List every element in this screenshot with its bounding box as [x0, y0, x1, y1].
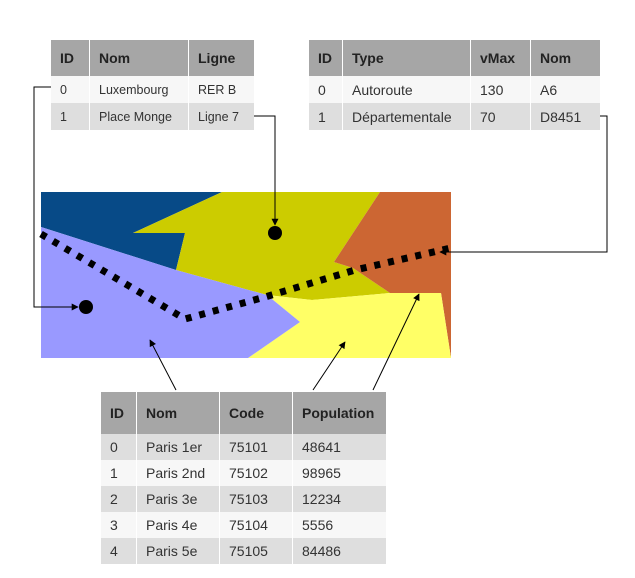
- table-cell: 5556: [292, 512, 386, 538]
- table-cell: 98965: [292, 460, 386, 486]
- table-cell: 75101: [219, 434, 293, 460]
- table-cell: 1: [101, 460, 137, 486]
- table-cell: 75103: [219, 486, 293, 512]
- table-cell: 1: [51, 103, 90, 130]
- column-header: ID: [309, 40, 343, 76]
- column-header: Nom: [89, 40, 189, 76]
- table-cell: Paris 1er: [136, 434, 220, 460]
- column-header: Type: [342, 40, 471, 76]
- districts-table: ID Nom Code Population 0 Paris 1er 75101…: [101, 392, 386, 564]
- column-header: ID: [51, 40, 90, 76]
- table-cell: 0: [309, 76, 343, 103]
- polygon-olive: [133, 192, 390, 300]
- table-cell: 4: [101, 538, 137, 564]
- table-cell: 75104: [219, 512, 293, 538]
- table-cell: 1: [309, 103, 343, 130]
- table-row: 3 Paris 4e 75104 5556: [101, 512, 386, 538]
- table-cell: Départementale: [342, 103, 471, 130]
- table-cell: Paris 5e: [136, 538, 220, 564]
- table-cell: 12234: [292, 486, 386, 512]
- table-cell: Place Monge: [89, 103, 189, 130]
- table-cell: Paris 2nd: [136, 460, 220, 486]
- table-cell: Ligne 7: [188, 103, 254, 130]
- polygon-dark-blue: [41, 192, 222, 270]
- column-header: Nom: [136, 392, 220, 434]
- table-header-row: ID Nom Code Population: [101, 392, 386, 434]
- table-cell: 75105: [219, 538, 293, 564]
- column-header: Population: [292, 392, 386, 434]
- table-cell: 48641: [292, 434, 386, 460]
- polygon-light-yellow: [248, 293, 451, 358]
- stations-table: ID Nom Ligne 0 Luxembourg RER B 1 Place …: [51, 40, 254, 130]
- table-cell: A6: [530, 76, 600, 103]
- connector-d8451: [439, 115, 608, 256]
- connector-place-monge: [250, 115, 279, 226]
- table-row: 0 Paris 1er 75101 48641: [101, 434, 386, 460]
- connector-luxembourg: [33, 86, 79, 311]
- table-cell: 2: [101, 486, 137, 512]
- table-cell: 0: [101, 434, 137, 460]
- column-header: Code: [219, 392, 293, 434]
- polygon-lavender: [41, 227, 300, 358]
- table-cell: Luxembourg: [89, 76, 189, 103]
- connector-paris-2nd-a: [312, 341, 346, 391]
- table-row: 1 Départementale 70 D8451: [309, 103, 600, 130]
- table-cell: D8451: [530, 103, 600, 130]
- polygon-orange: [334, 192, 451, 358]
- column-header: Ligne: [188, 40, 254, 76]
- table-cell: 130: [470, 76, 531, 103]
- table-cell: Autoroute: [342, 76, 471, 103]
- table-row: 0 Autoroute 130 A6: [309, 76, 600, 103]
- table-cell: 75102: [219, 460, 293, 486]
- table-cell: 70: [470, 103, 531, 130]
- roads-table: ID Type vMax Nom 0 Autoroute 130 A6 1 Dé…: [309, 40, 600, 130]
- table-row: 0 Luxembourg RER B: [51, 76, 254, 103]
- table-cell: Paris 3e: [136, 486, 220, 512]
- column-header: ID: [101, 392, 137, 434]
- connector-paris-2nd-b: [372, 293, 420, 391]
- table-cell: 0: [51, 76, 90, 103]
- station-place-monge-point: [268, 226, 282, 240]
- table-row: 4 Paris 5e 75105 84486: [101, 538, 386, 564]
- station-luxembourg-point: [79, 300, 93, 314]
- table-cell: 3: [101, 512, 137, 538]
- table-cell: 84486: [292, 538, 386, 564]
- table-header-row: ID Nom Ligne: [51, 40, 254, 76]
- column-header: vMax: [470, 40, 531, 76]
- connector-paris-1er: [149, 339, 177, 391]
- table-row: 1 Paris 2nd 75102 98965: [101, 460, 386, 486]
- table-header-row: ID Type vMax Nom: [309, 40, 600, 76]
- column-header: Nom: [530, 40, 600, 76]
- table-cell: RER B: [188, 76, 254, 103]
- table-cell: Paris 4e: [136, 512, 220, 538]
- table-row: 2 Paris 3e 75103 12234: [101, 486, 386, 512]
- table-row: 1 Place Monge Ligne 7: [51, 103, 254, 130]
